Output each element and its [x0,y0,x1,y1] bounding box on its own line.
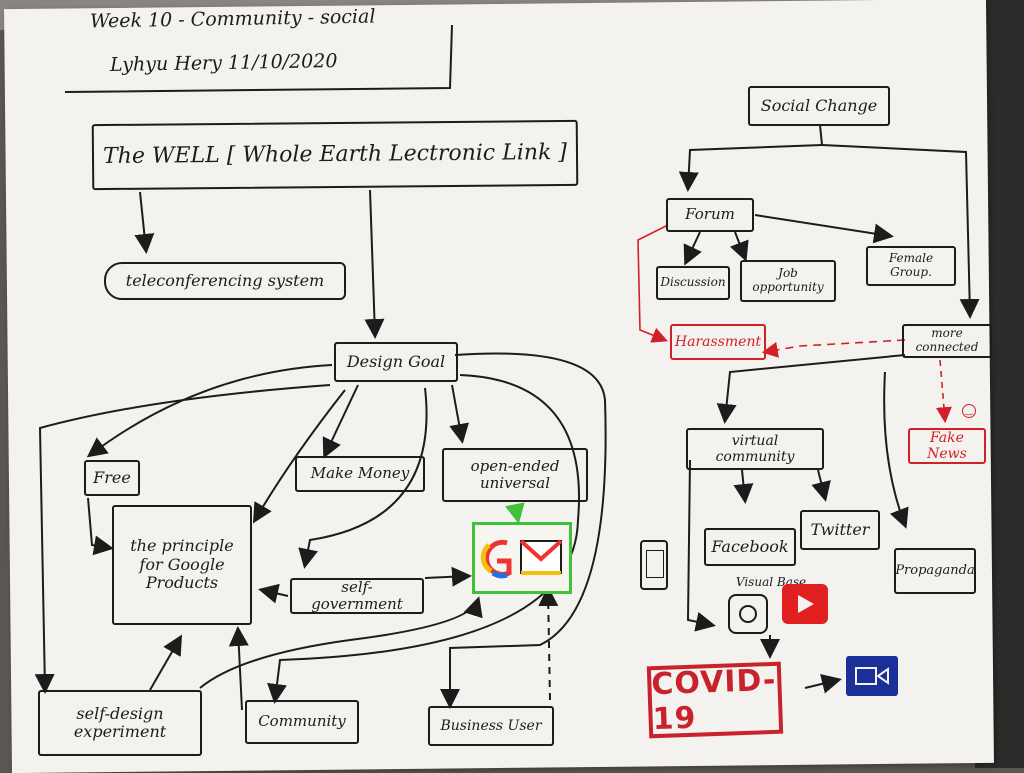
node-female-group: Female Group. [866,246,956,286]
edge-design-open [449,384,469,444]
zoom-icon [846,656,898,696]
edge-design-principle [252,389,346,524]
edge-virtual-facebook [733,469,754,504]
node-the-well: The WELL [ Whole Earth Lectronic Link ] [91,119,579,191]
node-propaganda: Propaganda [894,548,976,594]
edge-design-selfgov [298,387,428,569]
youtube-icon [782,584,828,624]
node-fake-news: Fake News [908,428,986,464]
edge-design-community [267,374,580,704]
edge-forum-harassment-red [637,224,669,343]
edge-virtual-phone [686,459,716,632]
header-bracket [64,24,453,93]
node-free: Free [84,460,140,496]
node-community: Community [245,700,359,744]
edge-selfgov-principle [258,583,289,604]
edge-community-principle [228,626,249,711]
node-principle-google: the principle for Google Products [112,505,252,625]
edge-well-design [364,189,385,339]
edge-forum-discussion [683,231,702,266]
edge-open-gmail-green [505,502,525,524]
smiley-icon: ‿ [962,404,976,418]
edge-design-left-long [34,384,331,694]
node-virtual-community: virtual community [686,428,824,470]
phone-icon [640,540,668,590]
edge-social-more [821,144,980,319]
edge-covid-zoom [804,674,842,694]
node-design-goal: Design Goal [334,342,458,382]
edge-virtual-twitter [811,469,831,502]
edge-selfgov-gmail [424,566,472,587]
node-self-government: self-government [290,578,424,614]
edge-business-gmail [538,586,559,701]
edge-well-teleconf [134,191,155,254]
principle-text: the principle for Google Products [130,536,234,593]
phone-screen [646,550,664,578]
edge-forum-female [754,214,894,244]
edge-more-propaganda [883,371,909,529]
node-harassment: Harassment [670,324,766,360]
node-business-user: Business User [428,706,554,746]
edge-design-free [86,364,333,458]
node-teleconferencing-system: teleconferencing system [104,262,346,300]
node-job-opportunity: Job opportunity [740,260,836,302]
node-make-money: Make Money [295,456,425,492]
node-forum: Forum [666,198,754,232]
node-discussion: Discussion [656,266,730,300]
edge-design-right-loop [440,352,607,709]
google-gmail-icon [472,522,572,594]
instagram-icon [728,594,768,634]
node-social-change: Social Change [748,86,890,126]
edge-more-virtual [716,354,906,424]
edge-social-forum [678,144,823,192]
header-line-2: Lyhyu Hery 11/10/2020 [109,50,338,76]
edge-design-makemoney [322,384,359,459]
node-facebook: Facebook [704,528,796,566]
edge-free-principle [87,497,114,556]
node-covid-19: COVID-19 [646,661,784,739]
node-twitter: Twitter [800,510,880,550]
edge-social-down [819,124,823,146]
instagram-lens [739,605,757,623]
node-more-connected: more connected [902,324,992,358]
node-open-ended-universal: open-ended universal [442,448,588,502]
node-self-design-experiment: self-design experiment [38,690,202,756]
edge-more-fakenews-red [935,359,952,424]
edge-selfdesign-gmail [199,596,483,689]
edge-selfdesign-principle [149,634,182,691]
edge-more-harassment-red [761,339,906,358]
edge-forum-job [729,231,749,262]
